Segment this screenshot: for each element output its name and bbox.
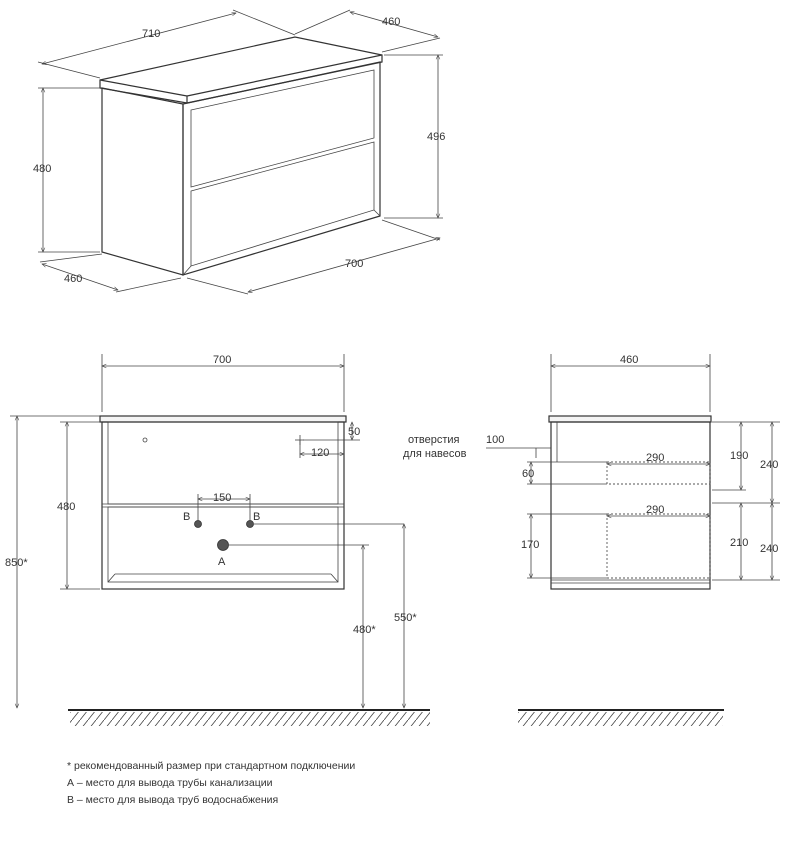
- side-body: [550, 421, 711, 590]
- isometric-view: 710 460 480 496 460 700: [33, 9, 445, 295]
- side-dim-drawer-low: 170: [521, 539, 539, 551]
- front-label-a: A: [218, 556, 226, 568]
- iso-dim-left-height: 480: [33, 163, 51, 175]
- side-dim-upper-inner: 190: [730, 450, 748, 462]
- front-countertop: [99, 415, 347, 423]
- front-dim-hole-side: 120: [311, 447, 329, 459]
- side-dim-lower-inner: 210: [730, 537, 748, 549]
- side-drawer-upper: [606, 461, 711, 485]
- note-recommended: * рекомендованный размер при стандартном…: [67, 760, 356, 772]
- front-point-b-right: [246, 520, 254, 528]
- iso-dim-bottom-width: 700: [345, 258, 363, 270]
- side-dim-drawer-top: 290: [646, 452, 664, 464]
- side-dim-drawer-bottom: 290: [646, 504, 664, 516]
- front-point-a: [217, 539, 229, 551]
- note-point-a: А – место для вывода трубы канализации: [67, 777, 273, 789]
- side-dim-hole-offset: 100: [486, 434, 504, 446]
- side-dim-depth: 460: [620, 354, 638, 366]
- iso-dim-top-depth: 460: [382, 16, 400, 28]
- iso-front-frame: [182, 61, 381, 276]
- iso-left-face: [101, 87, 184, 276]
- front-hole-label-2: для навесов: [403, 448, 467, 460]
- side-floor-hatch: [518, 712, 723, 726]
- legend-notes: * рекомендованный размер при стандартном…: [67, 758, 355, 809]
- iso-dim-right-height: 496: [427, 131, 445, 143]
- side-drawer-lower: [606, 513, 711, 579]
- front-hole-left: [142, 437, 148, 443]
- front-floor-hatch: [70, 712, 430, 726]
- front-dim-width: 700: [213, 354, 231, 366]
- front-hole-label-1: отверстия: [408, 434, 460, 446]
- iso-dim-bottom-depth: 460: [64, 273, 82, 285]
- front-dim-hole-top: 50: [348, 426, 360, 438]
- note-point-b: В – место для вывода труб водоснабжения: [67, 794, 279, 806]
- side-dim-gap: 60: [522, 468, 534, 480]
- front-dim-b-height: 550*: [394, 612, 417, 624]
- iso-dim-top-width: 710: [142, 28, 160, 40]
- front-dim-total-height: 850*: [5, 557, 28, 569]
- front-label-b-left: B: [183, 511, 190, 523]
- front-view: 700 50 120 отверстия для навесов 150: [5, 354, 467, 726]
- side-countertop: [548, 415, 712, 423]
- side-dim-lower-outer: 240: [760, 543, 778, 555]
- front-dim-a-height: 480*: [353, 624, 376, 636]
- side-view: 460 290 290 100 60 170 190: [486, 354, 780, 726]
- side-dim-upper-outer: 240: [760, 459, 778, 471]
- iso-drawer-top: [190, 69, 375, 188]
- front-point-b-left: [194, 520, 202, 528]
- front-dim-body-height: 480: [57, 501, 75, 513]
- front-label-b-right: B: [253, 511, 260, 523]
- front-dim-b-spacing: 150: [213, 492, 231, 504]
- iso-drawer-bottom: [190, 141, 375, 267]
